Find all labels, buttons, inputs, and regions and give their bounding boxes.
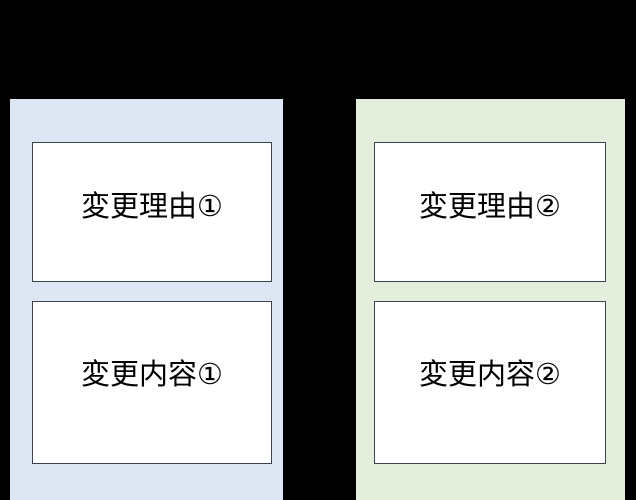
change-reason-1-label: 変更理由① [81, 188, 223, 223]
change-content-2-label: 変更内容② [419, 357, 561, 391]
change-reason-2-label: 変更理由② [419, 188, 561, 223]
change-reason-2-box[interactable]: 変更理由② [374, 142, 606, 282]
change-content-1-box[interactable]: 変更内容① [32, 301, 272, 464]
change-content-2-box[interactable]: 変更内容② [374, 301, 606, 464]
change-content-1-label: 変更内容① [81, 357, 223, 391]
change-group-2-panel: 変更理由② 変更内容② [356, 99, 625, 500]
change-reason-1-box[interactable]: 変更理由① [32, 142, 272, 282]
change-group-1-panel: 変更理由① 変更内容① [10, 99, 283, 500]
